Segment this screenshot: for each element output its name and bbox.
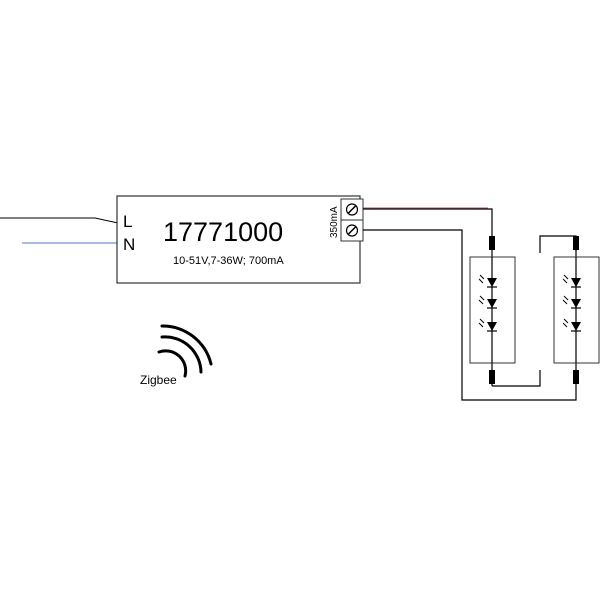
- led-diode-icon: [562, 295, 581, 309]
- led-module-1: [469, 236, 516, 386]
- led-diode-icon: [478, 274, 497, 288]
- output-current-label: 350mA: [329, 206, 340, 238]
- module-link-wire-bottom: [492, 370, 541, 387]
- led-diode-icon: [562, 318, 581, 332]
- line-input-wire: [0, 217, 119, 224]
- output-wire-negative: [363, 229, 577, 401]
- module-2-connector-top: [573, 236, 579, 250]
- terminal-screw-bottom-icon: [345, 224, 359, 237]
- input-terminal-N: N: [123, 235, 135, 254]
- driver-spec-text: 10-51V,7-36W; 700mA: [173, 255, 284, 267]
- module-1-connector-bottom: [489, 370, 495, 384]
- module-link-wire-top: [539, 235, 577, 253]
- driver-model-number: 17771000: [163, 217, 283, 247]
- led-diode-icon: [478, 295, 497, 309]
- terminal-screw-top-icon: [345, 203, 359, 216]
- led-module-2: [553, 236, 600, 388]
- led-diode-icon: [562, 274, 581, 288]
- input-terminal-L: L: [123, 212, 132, 231]
- driver-box: [116, 195, 361, 284]
- led-diode-icon: [478, 318, 497, 332]
- wireless-signal-icon: [157, 324, 213, 378]
- zigbee-label: Zigbee: [140, 373, 177, 387]
- module-1-connector-top: [489, 236, 495, 250]
- module-2-connector-bottom: [573, 370, 579, 384]
- output-wire-positive: [363, 208, 493, 236]
